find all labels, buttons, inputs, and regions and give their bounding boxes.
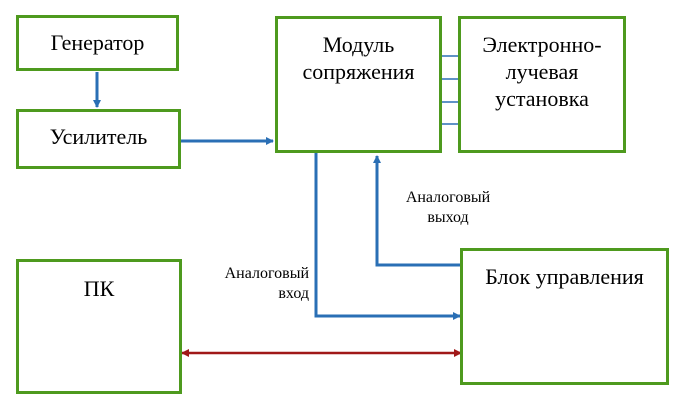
interface-to-control-arrow [314,153,461,320]
interface-module-block: Модуль сопряжения [275,16,442,153]
control-unit-block: Блок управления [460,248,669,385]
pc-block: ПК [16,259,182,394]
control-unit-label: Блок управления [485,264,644,289]
amplifier-block: Усилитель [16,109,181,169]
electron-beam-unit-label: Электронно- лучевая установка [482,32,602,111]
control-to-interface-arrow [373,155,462,267]
analog-output-label: Аналоговый выход [405,189,491,226]
pc-label: ПК [83,276,115,301]
interface-module-label: Модуль сопряжения [302,32,415,84]
generator-label: Генератор [50,30,145,55]
electron-beam-unit-block: Электронно- лучевая установка [458,16,626,153]
generator-block: Генератор [16,15,179,71]
analog-input-label: Аналоговый вход [224,265,309,302]
amplifier-label: Усилитель [49,124,148,149]
